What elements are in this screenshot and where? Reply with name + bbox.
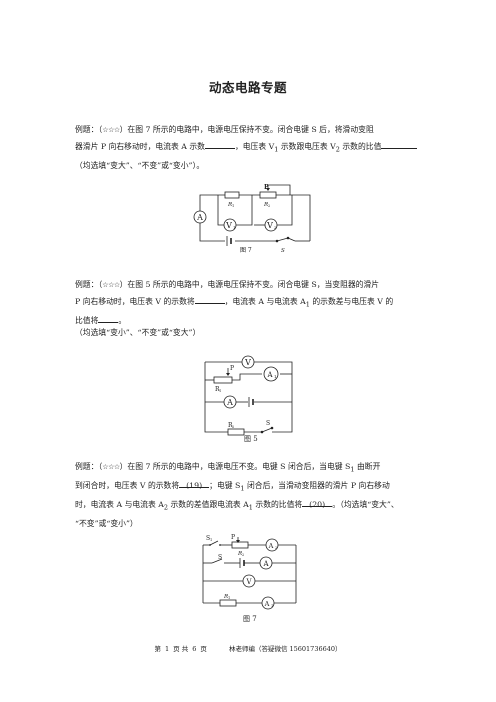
- slider-label: P: [230, 365, 234, 372]
- svg-text:1: 1: [274, 374, 277, 379]
- svg-text:2: 2: [232, 425, 234, 429]
- svg-text:2: 2: [268, 204, 270, 208]
- page-number: 1: [165, 645, 170, 653]
- svg-text:2: 2: [275, 546, 277, 550]
- circuit-figure-1: A V 1 V 2 P R 1 R 2 图 7 S: [193, 184, 311, 254]
- ammeter-2-label: A: [268, 542, 274, 550]
- difficulty-stars: ☆☆☆: [102, 463, 120, 471]
- answer-blank: [204, 139, 235, 149]
- page-total: 6: [192, 645, 197, 653]
- question-3-text: 例题：（☆☆☆）在图 7 所示的电路中，电源电压不变。电键 S 闭合后，当电键 …: [75, 462, 399, 529]
- switch-1-label: S: [206, 535, 210, 542]
- answer-blank: [98, 313, 119, 323]
- ammeter-1-label: A: [264, 600, 270, 608]
- svg-text:1: 1: [232, 204, 234, 208]
- question-1-text: 例题：（☆☆☆）在图 7 所示的电路中，电源电压保持不变。闭合电键 S 后，将滑…: [75, 122, 425, 173]
- answer-blank-19: (19): [179, 478, 210, 490]
- voltmeter-1-label: V: [225, 221, 232, 230]
- figure-caption: 图 7: [243, 615, 257, 623]
- resistor-1-label: R: [227, 202, 232, 208]
- difficulty-stars: ☆☆☆: [102, 126, 120, 134]
- answer-blank: [381, 139, 418, 149]
- resistor-2-label: R: [228, 422, 233, 429]
- slider-label: P: [264, 184, 269, 191]
- resistor-1-label: R: [215, 386, 220, 393]
- svg-text:1: 1: [219, 389, 221, 393]
- svg-text:1: 1: [271, 604, 273, 608]
- circuit-figure-2: V A 1 A P R 1 R 2 S: [204, 355, 293, 436]
- voltmeter-2-label: V: [266, 221, 273, 230]
- figure-caption: 图 7: [240, 247, 252, 254]
- circuit-figure-3: A 2 A V A 1 S 1 P R 2 S R 1 图 7: [202, 534, 297, 623]
- resistor-2-label: R: [263, 202, 268, 208]
- voltmeter-label: V: [244, 358, 251, 367]
- switch-label: S: [266, 420, 270, 427]
- voltmeter-label: V: [245, 578, 252, 586]
- author-contact: 林老师编（答疑微信 15601736640）: [228, 645, 342, 653]
- resistor-2-label: R: [237, 551, 242, 557]
- answer-blank: [194, 294, 225, 304]
- svg-text:1: 1: [210, 538, 212, 542]
- svg-text:2: 2: [274, 225, 277, 230]
- question-2-note: （均选填“变小”、“不变”或“变大”）: [75, 328, 201, 337]
- svg-text:1: 1: [233, 225, 236, 230]
- answer-blank-20: (20): [302, 497, 333, 509]
- question-2-text: 例题：（☆☆☆）在图 5 所示的电路中，电源电压保持不变。闭合电键 S，当变阻器…: [75, 280, 394, 325]
- ammeter-label: A: [196, 213, 203, 222]
- switch-label: S: [281, 248, 285, 254]
- difficulty-stars: ☆☆☆: [102, 281, 120, 289]
- svg-text:2: 2: [242, 553, 244, 557]
- ammeter-1-label: A: [266, 371, 273, 379]
- slider-label: P: [231, 534, 235, 541]
- svg-text:1: 1: [228, 596, 230, 600]
- switch-label: S: [218, 554, 222, 561]
- resistor-1-label: R: [223, 594, 228, 600]
- ammeter-label: A: [226, 398, 233, 407]
- page-title: 动态电路专题: [208, 80, 287, 95]
- ammeter-label: A: [262, 560, 269, 568]
- figure-caption: 图 5: [244, 435, 258, 443]
